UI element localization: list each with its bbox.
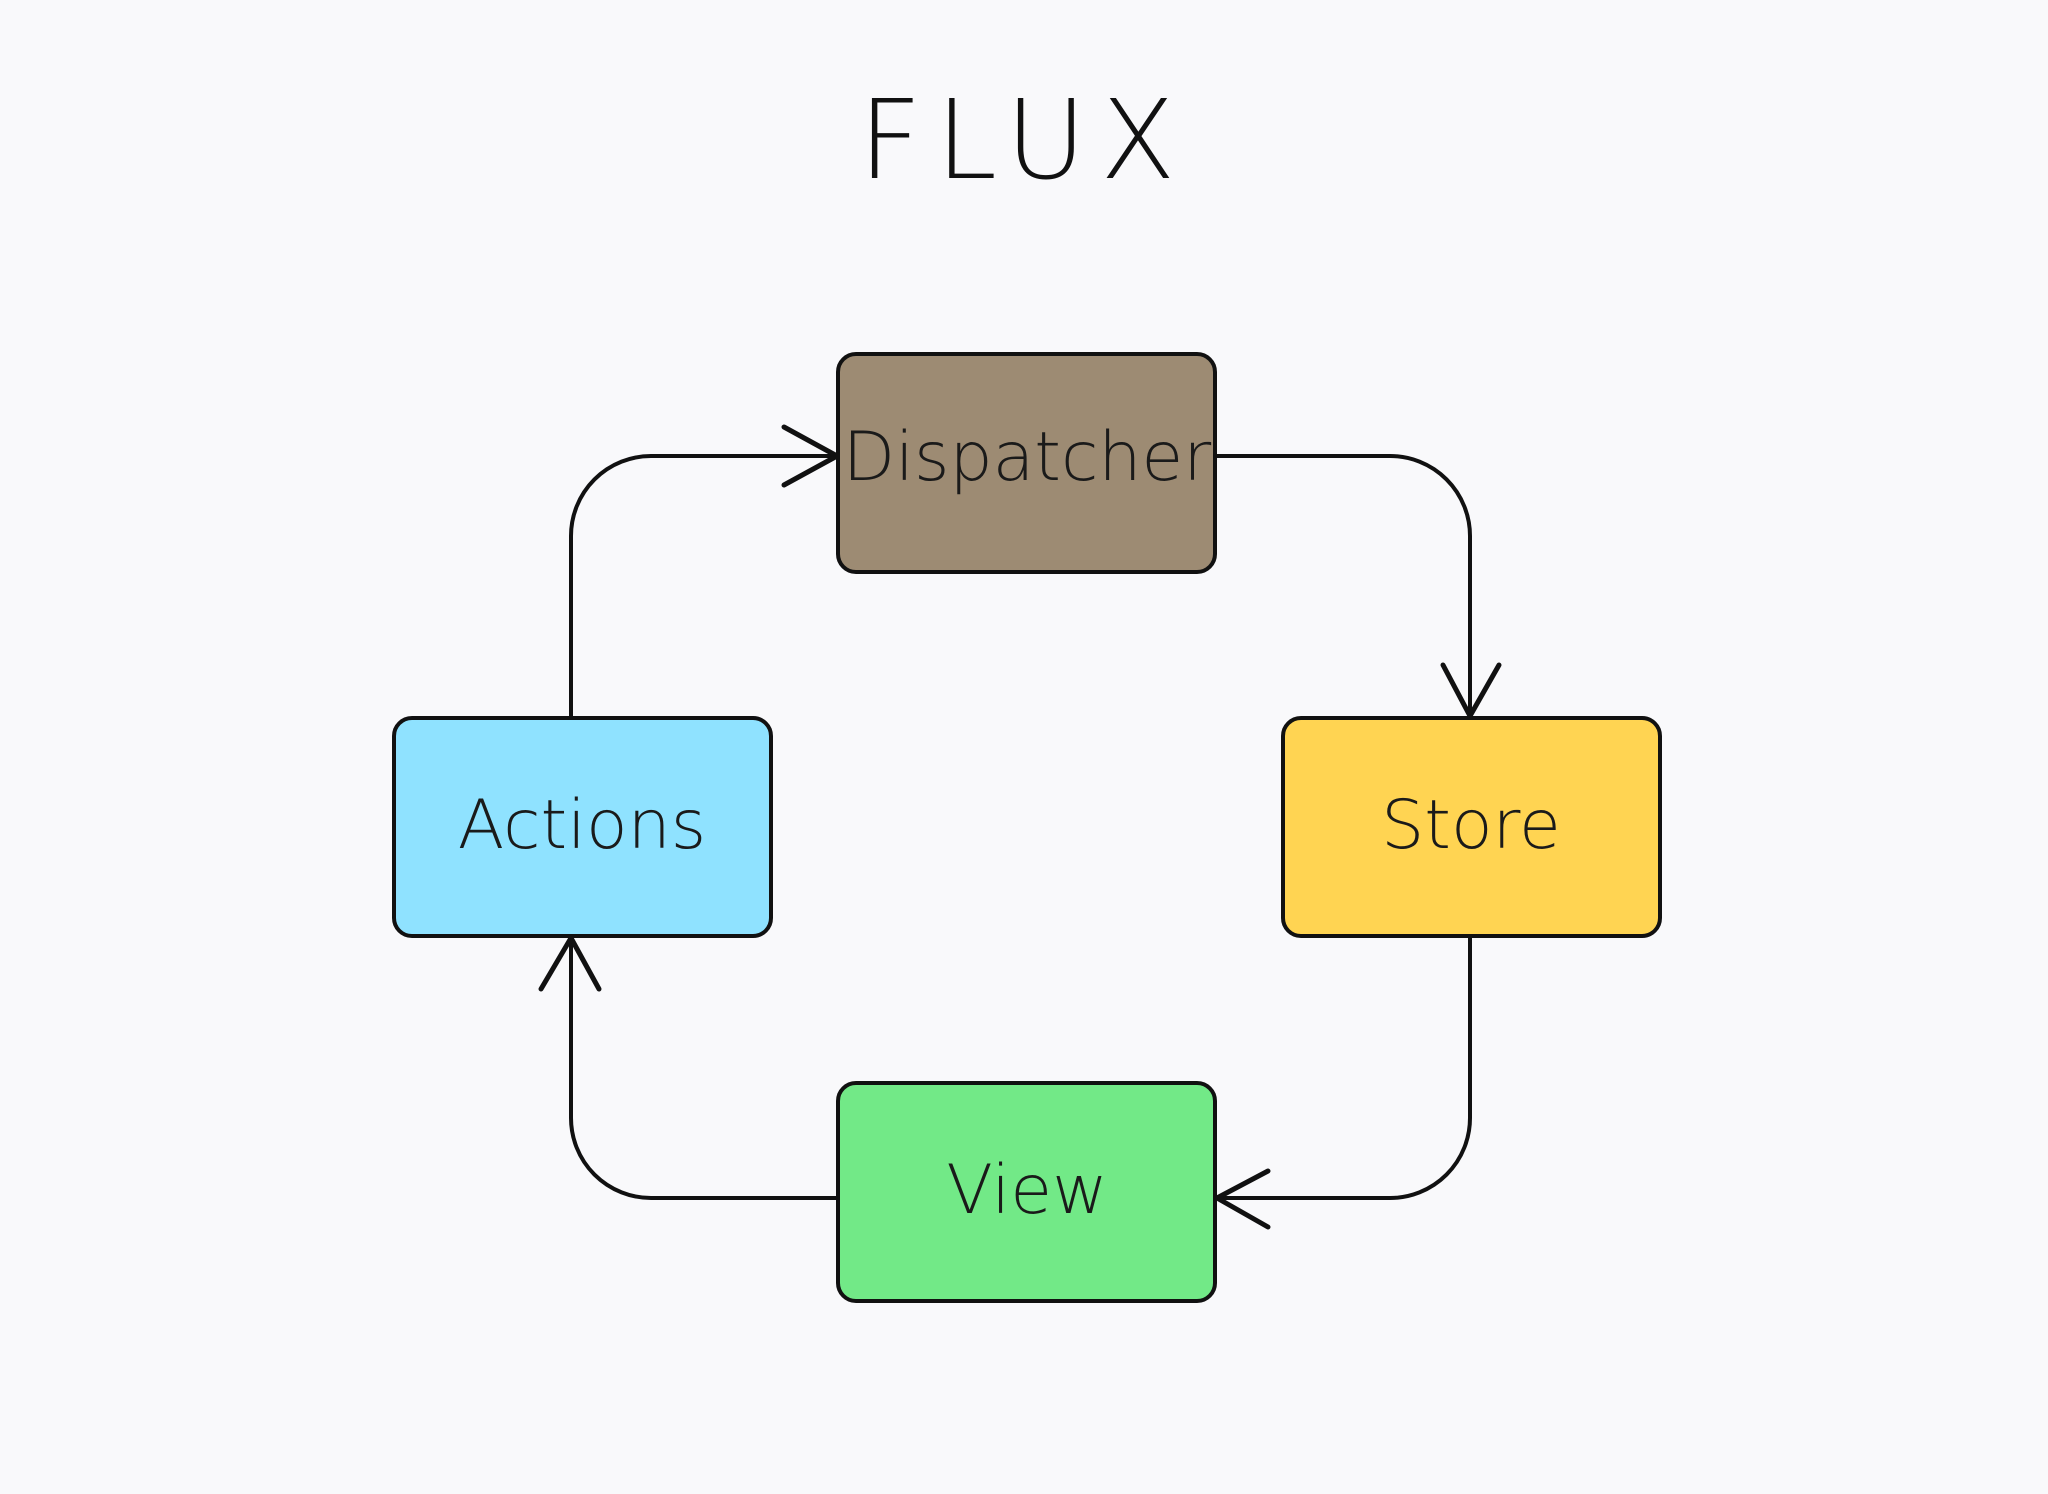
- diagram-title: FLUX: [859, 76, 1190, 204]
- store-box: [1281, 716, 1662, 938]
- node-actions: Actions: [392, 716, 773, 938]
- view-label: View: [946, 1151, 1107, 1230]
- actions-label: Actions: [458, 786, 706, 865]
- dispatcher-label: Dispatcher: [843, 418, 1211, 497]
- dispatcher-box: [836, 352, 1217, 574]
- edge-dispatcher-to-store: [1215, 454, 1472, 716]
- node-view: View: [836, 1081, 1217, 1303]
- view-box: [836, 1081, 1217, 1303]
- edge-store-to-view: [1217, 936, 1472, 1200]
- node-dispatcher: Dispatcher: [836, 352, 1217, 574]
- edge-actions-to-dispatcher: [569, 454, 837, 718]
- edge-view-to-actions: [569, 938, 837, 1200]
- store-label: Store: [1381, 786, 1561, 865]
- node-store: Store: [1281, 716, 1662, 938]
- actions-box: [392, 716, 773, 938]
